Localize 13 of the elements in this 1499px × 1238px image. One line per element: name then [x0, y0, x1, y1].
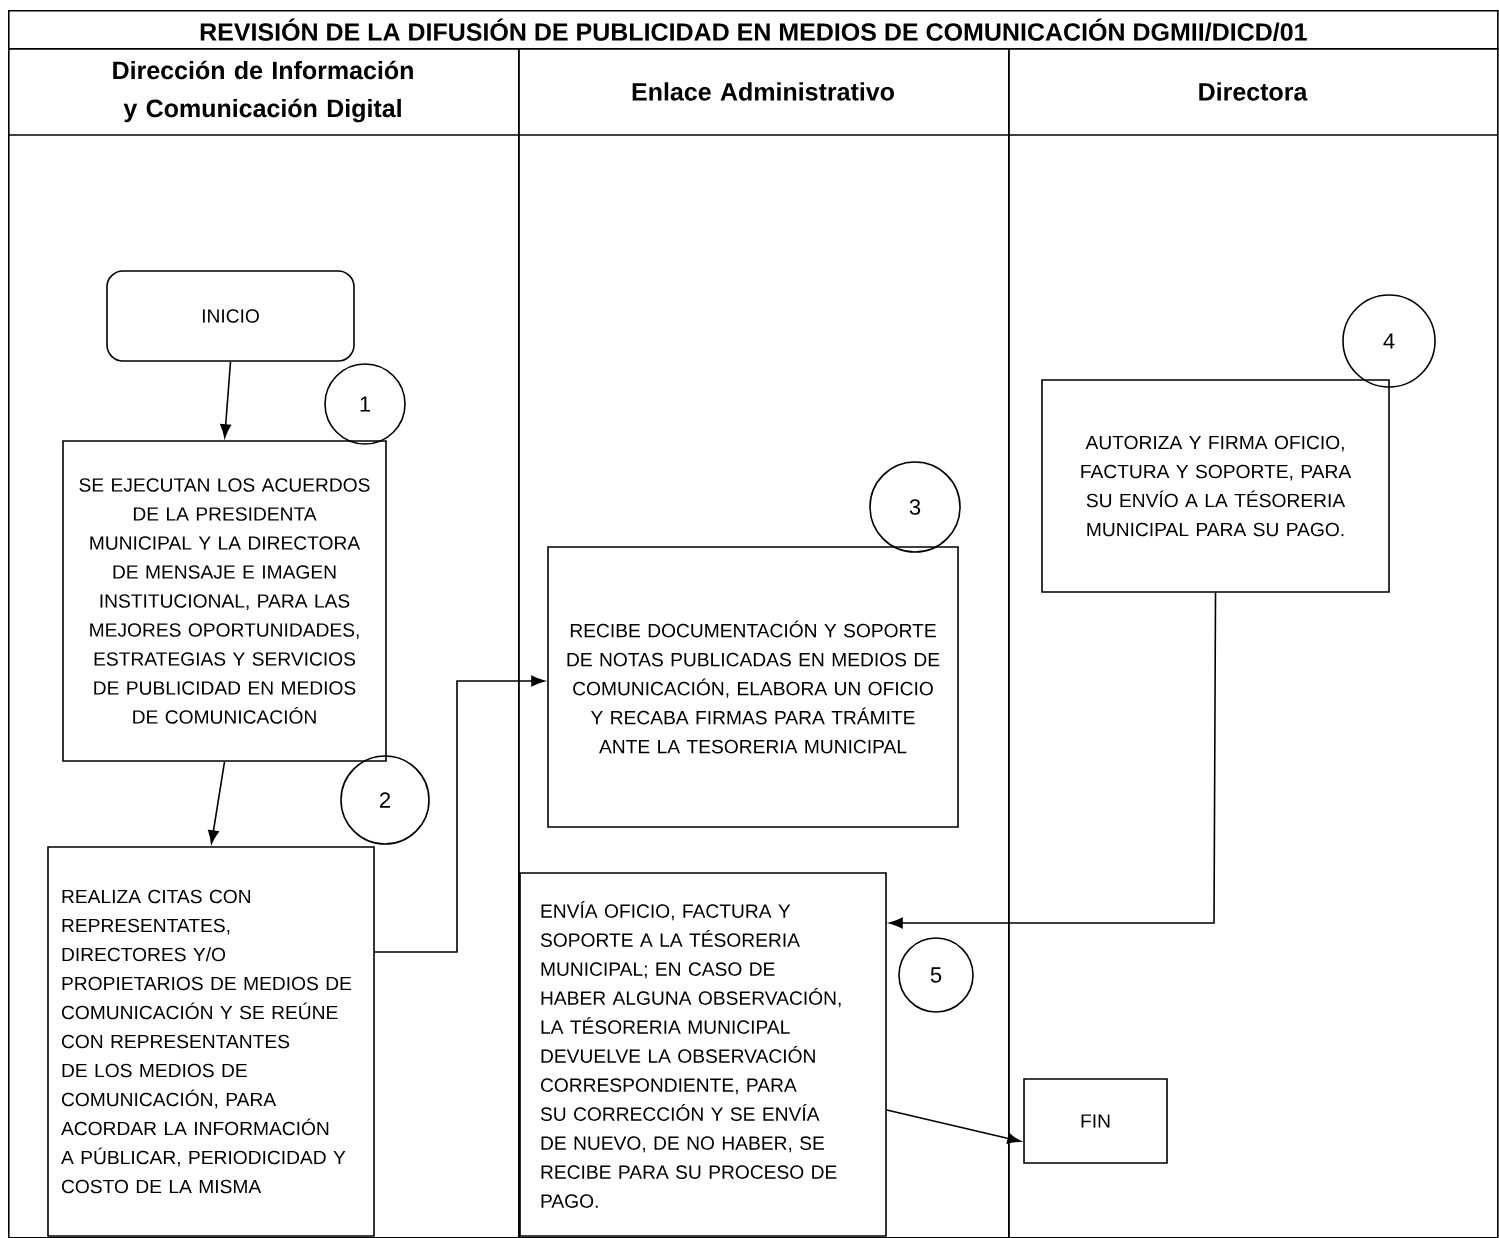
- arrow: [208, 761, 226, 844]
- process-box: AUTORIZA Y FIRMA OFICIO, FACTURA Y SOPORTE, PARA SU ENVÍO A LA TÉSORERIA MUNICIPAL PARA SU PAGO.: [1041, 379, 1390, 593]
- process-box: ENVÍA OFICIO, FACTURA Y SOPORTE A LA TÉSORERIA MUNICIPAL; EN CASO DE HABER ALGUNA OBSERVACIÓN, LA TÉSORERIA MUNICIPAL DEVUELVE LA OBSERVACIÓN CORRESPONDIENTE, PARA SU CORRECCIÓN Y SE ENVÍA DE NUEVO, DE NO HABER, SE RECIBE PARA SU PROCESO DE PAGO.: [519, 872, 887, 1237]
- end-box: FIN: [1023, 1078, 1168, 1164]
- process-box: SE EJECUTAN LOS ACUERDOS DE LA PRESIDENTA MUNICIPAL Y LA DIRECTORA DE MENSAJE E IMAGEN INSTITUCIONAL, PARA LAS MEJORES OPORTUNIDADES, ESTRATEGIAS Y SERVICIOS DE PUBLICIDAD EN MEDIOS DE COMUNICACIÓN: [62, 440, 387, 762]
- rounded-box: INICIO: [106, 270, 355, 362]
- process-box: REALIZA CITAS CON REPRESENTATES, DIRECTORES Y/O PROPIETARIOS DE MEDIOS DE COMUNICACIÓN Y SE REÚNE CON REPRESENTANTES DE LOS MEDIOS DE COMUNICACIÓN, PARA ACORDAR LA INFORMACIÓN A PÚBLICAR, PERIODICIDAD Y COSTO DE LA MISMA: [47, 846, 375, 1237]
- arrow: [220, 361, 232, 438]
- arrow: [374, 675, 545, 953]
- arrow: [886, 1109, 1021, 1144]
- title-bar: REVISIÓN DE LA DIFUSIÓN DE PUBLICIDAD EN MEDIOS DE COMUNICACIÓN DGMII/DICD/01: [8, 10, 1499, 50]
- arrow: [889, 592, 1217, 929]
- process-box: RECIBE DOCUMENTACIÓN Y SOPORTE DE NOTAS PUBLICADAS EN MEDIOS DE COMUNICACIÓN, ELABORA UN OFICIO Y RECABA FIRMAS PARA TRÁMITE ANTE LA TESORERIA MUNICIPAL: [547, 546, 959, 828]
